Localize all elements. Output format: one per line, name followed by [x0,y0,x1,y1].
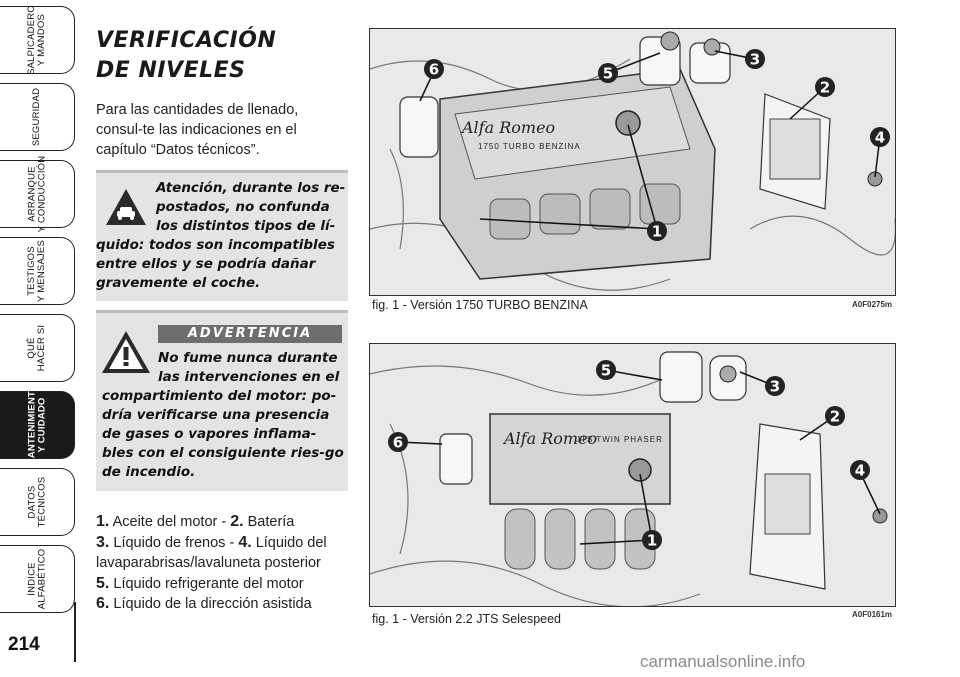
figure-2-code: A0F0161m [852,610,893,619]
engine-illustration-2: Alfa Romeo JTS TWIN PHASER [370,344,895,606]
callout-5: 5 [596,360,616,380]
legend-row: lavaparabrisas/lavaluneta posterior [96,555,321,571]
callout-1: 1 [647,221,667,241]
svg-text:6: 6 [429,61,439,79]
svg-text:4: 4 [875,129,885,147]
legend-row: 5. Líquido refrigerante del motor [96,574,304,592]
legend-row: 3. Líquido de frenos - 4. Líquido del [96,533,327,551]
callout-5: 5 [598,63,618,83]
legend-row: 1. Aceite del motor - 2. Batería [96,513,295,530]
tab-seguridad[interactable]: SEGURIDAD [0,83,75,151]
figure-1-code: A0F0275m [852,300,893,309]
text-column: VERIFICACIÓN DE NIVELES Para las cantida… [96,26,348,160]
figure-1750-turbo: Alfa Romeo 1750 TURBO BENZINA 1 2 3 4 [369,28,896,296]
attention-box: Atención, durante los re-postados, no co… [96,170,348,301]
svg-text:2: 2 [830,408,840,426]
callout-4: 4 [850,460,870,480]
tab-testigos[interactable]: TESTIGOS Y MENSAJES [0,237,75,305]
tab-arranque[interactable]: ARRANQUE Y CONDUCCIÓN [0,156,75,232]
svg-text:3: 3 [770,378,780,396]
advertencia-label: ADVERTENCIA [158,325,342,343]
svg-text:2: 2 [820,79,830,97]
exclamation-warning-icon [102,331,150,373]
engine-label-2: JTS TWIN PHASER [576,435,663,444]
svg-text:1: 1 [652,223,662,241]
page-title: VERIFICACIÓN DE NIVELES [96,26,348,86]
title-line-2: DE NIVELES [96,58,246,83]
engine-illustration-1: Alfa Romeo 1750 TURBO BENZINA [370,29,895,295]
tab-indice[interactable]: ÍNDICE ALFABÉTICO [0,545,75,613]
callout-4: 4 [870,127,890,147]
svg-text:1: 1 [647,532,657,550]
svg-text:6: 6 [393,434,403,452]
tab-que-hacer-si[interactable]: QUÉ HACER SI [0,314,75,382]
callout-6: 6 [388,432,408,452]
svg-text:5: 5 [601,362,611,380]
callout-6: 6 [424,59,444,79]
callout-2: 2 [825,406,845,426]
chapter-tabs: SALPICADERO Y MANDOS SEGURIDAD ARRANQUE … [0,0,78,640]
callout-3: 3 [765,376,785,396]
page-number: 214 [8,634,40,655]
callout-1: 1 [642,530,662,550]
svg-text:5: 5 [603,65,613,83]
title-line-1: VERIFICACIÓN [96,28,277,53]
engine-brand-1: Alfa Romeo [460,118,555,137]
tab-mantenimiento[interactable]: MANTENIMIENTO Y CUIDADO [0,384,75,466]
component-legend: 1. Aceite del motor - 2. Batería 3. Líqu… [96,512,356,615]
engine-label-1: 1750 TURBO BENZINA [478,142,581,151]
car-warning-icon [106,189,146,225]
figure-1-caption: fig. 1 - Versión 1750 TURBO BENZINA [372,298,588,312]
figure-22-jts: Alfa Romeo JTS TWIN PHASER 1 2 3 4 5 6 [369,343,896,607]
legend-row: 6. Líquido de la dirección asistida [96,595,312,612]
engine-brand-2: Alfa Romeo [502,429,597,448]
svg-text:3: 3 [750,51,760,69]
callout-3: 3 [745,49,765,69]
figure-2-caption: fig. 1 - Versión 2.2 JTS Selespeed [372,612,561,626]
footer-divider [74,602,76,662]
tab-salpicadero[interactable]: SALPICADERO Y MANDOS [0,5,75,75]
intro-paragraph: Para las cantidades de llenado, consul-t… [96,102,299,158]
svg-text:4: 4 [855,462,865,480]
advertencia-box: ADVERTENCIA No fume nunca durante las in… [96,310,348,491]
callout-2: 2 [815,77,835,97]
tab-datos-tecnicos[interactable]: DATOS TÉCNICOS [0,468,75,536]
attention-text: Atención, durante los re-postados, no co… [96,180,346,291]
watermark-text: carmanualsonline.info [640,652,806,671]
advertencia-text: No fume nunca durante las intervenciones… [102,350,344,480]
